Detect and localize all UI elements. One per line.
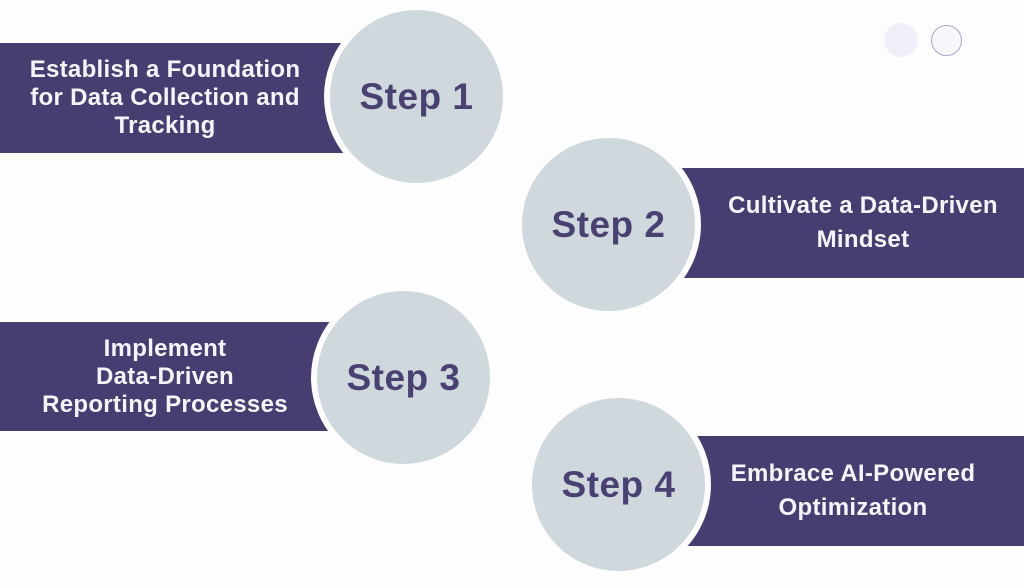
step-4-label: Step 4 (561, 463, 676, 505)
decor-filled-circle-icon (884, 23, 918, 57)
step-4-title-line: Optimization (778, 494, 928, 521)
step-3-label: Step 3 (346, 356, 461, 398)
step-2-title-line: Cultivate a Data-Driven (728, 192, 998, 219)
step-1-banner: Establish a Foundation for Data Collecti… (0, 43, 360, 153)
step-3-title-line: Reporting Processes (42, 390, 288, 418)
step-4-title: Embrace AI-Powered Optimization (731, 457, 976, 525)
step-3-title: Implement Data-Driven Reporting Processe… (42, 335, 288, 419)
step-2-circle: Step 2 (516, 132, 701, 317)
step-3-title-line: Implement (103, 334, 227, 362)
decor-outlined-circle-icon (931, 25, 962, 56)
step-2-label: Step 2 (551, 203, 666, 245)
step-3-title-line: Data-Driven (95, 362, 234, 390)
step-2-banner: Cultivate a Data-Driven Mindset (640, 168, 1024, 278)
step-1-title-line: for Data Collection and (30, 84, 300, 111)
step-1-circle: Step 1 (324, 4, 509, 189)
step-3-circle: Step 3 (311, 285, 496, 470)
step-1-title: Establish a Foundation for Data Collecti… (30, 56, 301, 140)
step-4-title-line: Embrace AI-Powered (730, 460, 976, 487)
step-4-banner: Embrace AI-Powered Optimization (650, 436, 1024, 546)
step-1-title-line: Establish a Foundation (29, 56, 301, 83)
step-1-title-line: Tracking (114, 112, 216, 139)
step-4-circle: Step 4 (526, 392, 711, 577)
step-2-title: Cultivate a Data-Driven Mindset (728, 189, 998, 257)
step-1-label: Step 1 (359, 75, 474, 117)
step-2-title-line: Mindset (816, 226, 910, 253)
